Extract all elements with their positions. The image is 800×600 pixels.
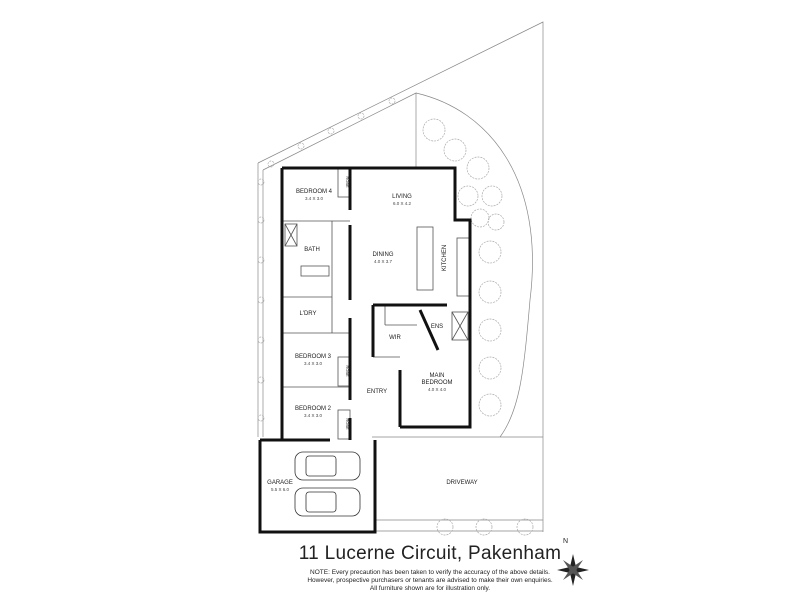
cars [294, 451, 361, 517]
robe-label-bed3: ROBE [345, 365, 350, 377]
kitchen-label: KITCHEN [442, 245, 448, 271]
exterior-walls [258, 166, 472, 534]
dining-label: DINING [373, 252, 394, 258]
disclaimer-note: NOTE: Every precaution has been taken to… [0, 569, 800, 593]
entry-label: ENTRY [367, 389, 387, 395]
compass-rose-icon [557, 554, 589, 586]
garage-label: GARAGE [267, 480, 293, 486]
laundry-label: L'DRY [299, 311, 316, 317]
bedroom4-dims: 3.4 X 3.0 [305, 196, 324, 201]
compass-north-label: N [563, 538, 569, 545]
wir-label: WIR [389, 335, 401, 341]
bedroom2-dims: 3.4 X 3.0 [304, 413, 323, 418]
living-label: LIVING [392, 194, 412, 200]
garage-dims: 5.5 X 6.0 [271, 487, 290, 492]
trees [257, 97, 534, 536]
bedroom4-label: BEDROOM 4 [296, 189, 333, 195]
living-dims: 6.0 X 4.2 [393, 201, 412, 206]
note-line: NOTE: Every precaution has been taken to… [310, 569, 550, 576]
ens-label: ENS [431, 324, 443, 330]
main-bedroom-label: MAIN [430, 373, 445, 379]
main-bedroom-label-2: BEDROOM [421, 380, 452, 386]
bath-label: BATH [304, 247, 320, 253]
property-address: 11 Lucerne Circuit, Pakenham [298, 543, 562, 564]
property-boundary [257, 21, 544, 532]
bedroom3-dims: 3.4 X 3.0 [304, 361, 323, 366]
note-line: However, prospective purchasers or tenan… [307, 577, 553, 584]
main-bedroom-dims: 4.0 X 4.0 [428, 387, 447, 392]
note-line: All furniture shown are for illustration… [369, 585, 491, 592]
robe-label-bed2: ROBE [345, 418, 350, 430]
dining-dims: 4.0 X 3.7 [374, 259, 393, 264]
bedroom3-label: BEDROOM 3 [295, 354, 332, 360]
driveway-label: DRIVEWAY [446, 480, 477, 486]
bedroom2-label: BEDROOM 2 [295, 406, 332, 412]
robe-label-bed4: ROBE [345, 176, 350, 188]
